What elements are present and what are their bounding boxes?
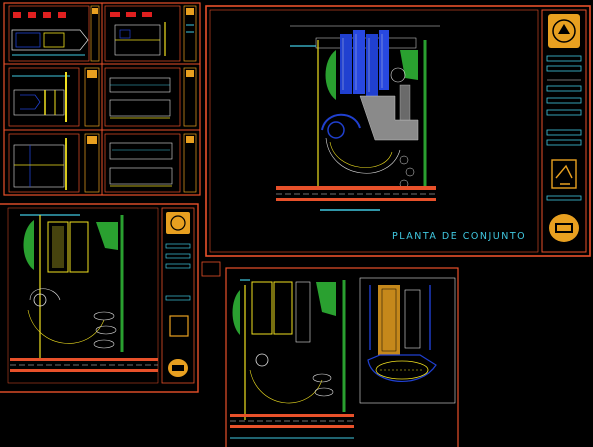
thumbnail-title-block-4 (183, 67, 197, 127)
thumbnail-elevations-4[interactable] (104, 133, 181, 193)
thumbnail-title-block-3 (84, 67, 100, 127)
thumbnail-elevations-3[interactable] (104, 67, 181, 127)
thumbnail-title-block-2 (183, 5, 197, 62)
thumbnail-plan-2[interactable] (8, 133, 80, 193)
site-plan-sheet-2[interactable] (0, 203, 199, 393)
stamp-icon (549, 214, 579, 242)
main-title-block (541, 9, 587, 253)
building-plan-sheet[interactable] (201, 261, 459, 447)
university-seal-icon (548, 14, 580, 48)
main-site-plan-sheet[interactable]: PLANTA DE CONJUNTO (205, 5, 591, 257)
sheet-thumbnail-grid[interactable] (3, 2, 201, 196)
thumbnail-elevations-2[interactable] (104, 5, 181, 62)
thumbnail-title-block-6 (183, 133, 197, 193)
sheet-title: PLANTA DE CONJUNTO (392, 231, 526, 242)
thumbnail-title-block-1 (90, 5, 100, 62)
architect-drawing-icon (551, 159, 577, 189)
thumbnail-plan-1[interactable] (8, 67, 80, 127)
thumbnail-elevations-1[interactable] (8, 5, 90, 62)
title-block-2 (161, 207, 195, 384)
thumbnail-title-block-5 (84, 133, 100, 193)
